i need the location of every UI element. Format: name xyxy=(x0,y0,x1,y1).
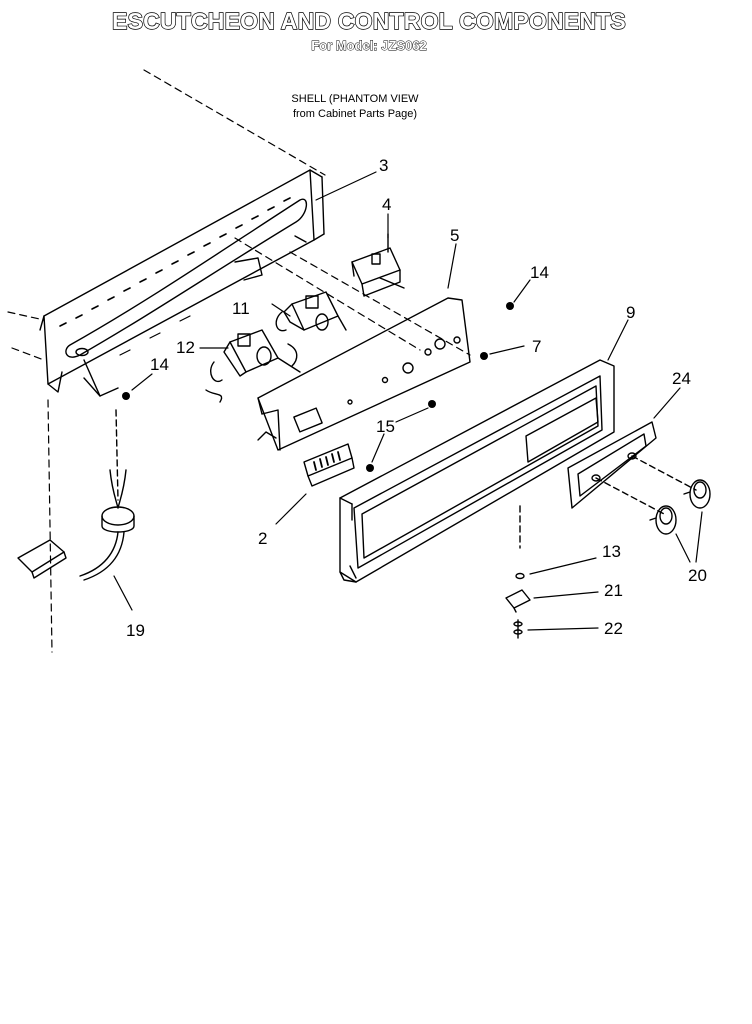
fastener-hardware xyxy=(505,572,531,639)
terminal-block-part-2 xyxy=(303,443,355,487)
callout-5: 5 xyxy=(450,226,459,245)
thermostat-part-11 xyxy=(275,291,347,332)
callout-11: 11 xyxy=(232,299,250,318)
callout-20: 20 xyxy=(688,566,707,585)
callout-7: 7 xyxy=(532,337,541,356)
callout-14-left: 14 xyxy=(150,355,169,374)
callout-3: 3 xyxy=(379,156,388,175)
phantom-view-note: SHELL (PHANTOM VIEW from Cabinet Parts P… xyxy=(255,92,455,122)
control-panel-bracket xyxy=(39,169,325,397)
switch-part-4 xyxy=(351,233,405,297)
callout-19: 19 xyxy=(126,621,145,640)
model-subtitle: For Model: JZS062 xyxy=(311,38,427,54)
control-knobs xyxy=(649,479,711,535)
callout-4: 4 xyxy=(382,195,391,214)
phantom-shell xyxy=(7,69,471,653)
control-mounting-plate xyxy=(257,297,471,451)
note-line-2: from Cabinet Parts Page) xyxy=(292,108,418,120)
callout-15: 15 xyxy=(376,417,395,436)
power-cord xyxy=(17,409,135,581)
leader-lines xyxy=(113,171,703,631)
callout-12: 12 xyxy=(176,338,195,357)
callout-21: 21 xyxy=(604,581,623,600)
note-line-1: SHELL (PHANTOM VIEW xyxy=(291,93,419,105)
screws xyxy=(122,302,514,472)
infinite-switch-part-12 xyxy=(205,329,301,403)
window-insert-part-24 xyxy=(567,421,697,516)
page-title: ESCUTCHEON AND CONTROL COMPONENTS xyxy=(111,7,626,34)
callout-2: 2 xyxy=(258,529,267,548)
callout-9: 9 xyxy=(626,303,635,322)
escutcheon-frame xyxy=(339,359,615,583)
callout-14-right: 14 xyxy=(530,263,549,282)
callout-labels: 3 4 5 14 7 9 24 11 12 14 15 2 19 20 13 2… xyxy=(126,156,707,640)
callout-13: 13 xyxy=(602,542,621,561)
callout-22: 22 xyxy=(604,619,623,638)
callout-24: 24 xyxy=(672,369,691,388)
